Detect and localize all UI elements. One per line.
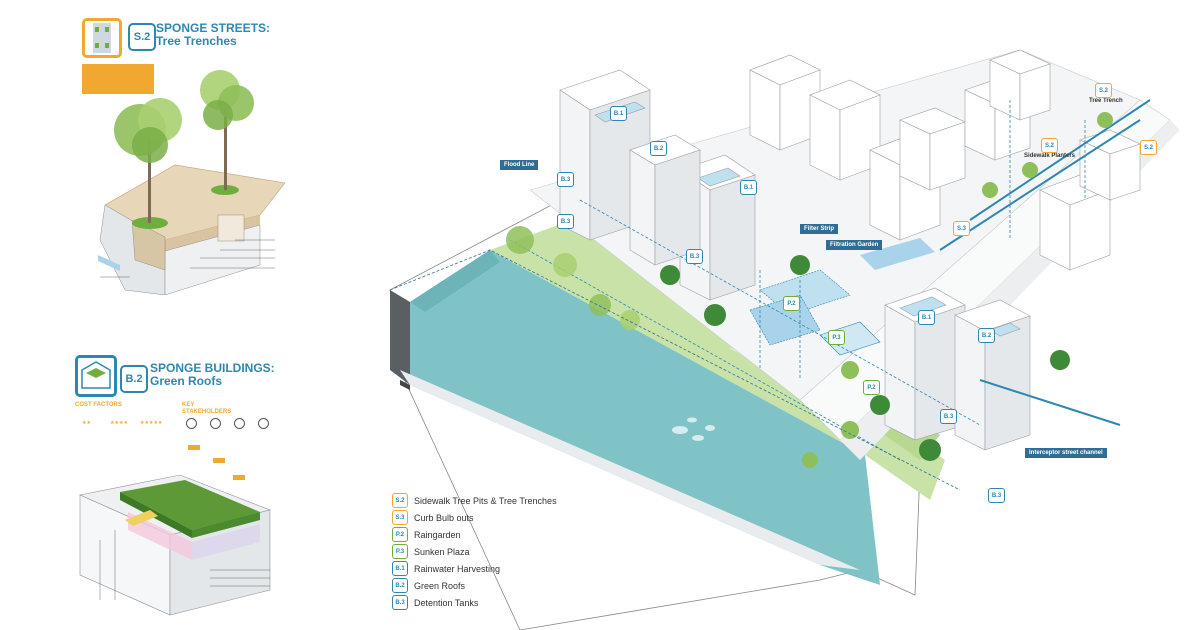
- tag-b3-middle: B.3: [686, 249, 703, 264]
- legend-item: B.1 Rainwater Harvesting: [392, 560, 592, 577]
- buildings-panel-title: SPONGE BUILDINGS: Green Roofs: [150, 362, 275, 388]
- river-water: [410, 250, 880, 585]
- tag-p3-plaza: P.3: [828, 330, 845, 345]
- curb-bulb: [860, 238, 935, 270]
- legend-chip: B.3: [392, 595, 408, 610]
- dark-wall: [390, 290, 410, 385]
- buildings-subtitle: Green Roofs: [150, 374, 223, 388]
- stakeholder-icon-1: [186, 418, 197, 429]
- legend-label: Raingarden: [414, 529, 461, 540]
- cost-factors-label: COST FACTORS: [75, 402, 122, 408]
- tree-trench-icon: [82, 18, 122, 58]
- street-trees: [506, 112, 1113, 468]
- cost-rating-1: ★★: [82, 420, 91, 426]
- stakeholder-icon-4: [258, 418, 269, 429]
- streets-title: SPONGE STREETS:: [156, 21, 271, 35]
- buildings-code-chip: B.2: [120, 365, 148, 393]
- legend-item: S.2 Sidewalk Tree Pits & Tree Trenches: [392, 492, 592, 509]
- tag-s2-planters: S.2: [1041, 138, 1058, 153]
- tree-trench-section-illustration: [98, 70, 286, 295]
- cost-rating-2: ★★★★: [110, 420, 128, 426]
- sidewalk-planters-label: Sidewalk Planters: [1024, 153, 1076, 159]
- filter-strip-callout: Filter Strip: [800, 224, 839, 234]
- legend-chip: S.3: [392, 510, 408, 525]
- tag-p2-right: P.2: [863, 380, 880, 395]
- layer-tag-2: [213, 458, 225, 463]
- buildings-title: SPONGE BUILDINGS:: [150, 361, 275, 375]
- streets-orange-note: [82, 64, 154, 94]
- cost-rating-3: ★★★★★: [140, 420, 163, 426]
- sponge-buildings-panel: B.2 SPONGE BUILDINGS: Green Roofs COST F…: [70, 350, 295, 625]
- tag-s2-street: S.2: [1140, 140, 1157, 155]
- legend: S.2 Sidewalk Tree Pits & Tree Trenches S…: [392, 492, 592, 611]
- legend-label: Sunken Plaza: [414, 546, 470, 557]
- legend-label: Sidewalk Tree Pits & Tree Trenches: [414, 495, 557, 506]
- layer-tag-1: [188, 445, 200, 450]
- building-cluster-left: [559, 69, 756, 301]
- tag-s3-curb: S.3: [953, 221, 970, 236]
- legend-item: S.3 Curb Bulb outs: [392, 509, 592, 526]
- tag-b3-bottom: B.3: [988, 488, 1005, 503]
- tag-b2-right: B.2: [978, 328, 995, 343]
- interceptor-callout: Interceptor street channel: [1025, 448, 1107, 458]
- green-roof-icon: [75, 355, 117, 397]
- tag-b1-middle: B.1: [740, 180, 757, 195]
- filtration-garden-callout: Filtration Garden: [826, 240, 883, 250]
- legend-label: Detention Tanks: [414, 597, 479, 608]
- sponge-streets-panel: S.2 SPONGE STREETS: Tree Trenches: [70, 10, 295, 310]
- stakeholder-icon-2: [210, 418, 221, 429]
- tag-b3-left: B.3: [557, 172, 574, 187]
- streets-panel-title: SPONGE STREETS: Tree Trenches: [156, 22, 270, 48]
- tree-trench-label: Tree Trench: [1089, 98, 1123, 104]
- legend-item: P.3 Sunken Plaza: [392, 543, 592, 560]
- flood-line-callout: Flood Line: [500, 160, 539, 170]
- legend-chip: B.2: [392, 578, 408, 593]
- building-cluster-back: [749, 49, 1141, 271]
- stakeholder-icon-3: [234, 418, 245, 429]
- legend-chip: P.2: [392, 527, 408, 542]
- legend-item: P.2 Raingarden: [392, 526, 592, 543]
- legend-label: Rainwater Harvesting: [414, 563, 501, 574]
- tag-b1-right: B.1: [918, 310, 935, 325]
- green-roof-section-illustration: [79, 474, 271, 616]
- sponge-city-isometric-diagram: [389, 49, 1180, 630]
- legend-item: B.3 Detention Tanks: [392, 594, 592, 611]
- legend-label: Curb Bulb outs: [414, 512, 474, 523]
- layer-tag-3: [233, 475, 245, 480]
- legend-chip: P.3: [392, 544, 408, 559]
- building-cluster-right: [884, 287, 1031, 451]
- tag-p2-left: P.2: [783, 296, 800, 311]
- streets-subtitle: Tree Trenches: [156, 34, 237, 48]
- flood-line: [389, 249, 961, 491]
- tag-s2-tree-trench: S.2: [1095, 83, 1112, 98]
- tag-b3-lower: B.3: [940, 409, 957, 424]
- legend-label: Green Roofs: [414, 580, 466, 591]
- legend-chip: B.1: [392, 561, 408, 576]
- legend-chip: S.2: [392, 493, 408, 508]
- streets-code-chip: S.2: [128, 23, 156, 51]
- legend-item: B.2 Green Roofs: [392, 577, 592, 594]
- tag-b1-top: B.1: [610, 106, 627, 121]
- key-stakeholders-label: KEY STAKEHOLDERS: [182, 402, 232, 415]
- tag-b3-second: B.3: [557, 214, 574, 229]
- tag-b2-top: B.2: [650, 141, 667, 156]
